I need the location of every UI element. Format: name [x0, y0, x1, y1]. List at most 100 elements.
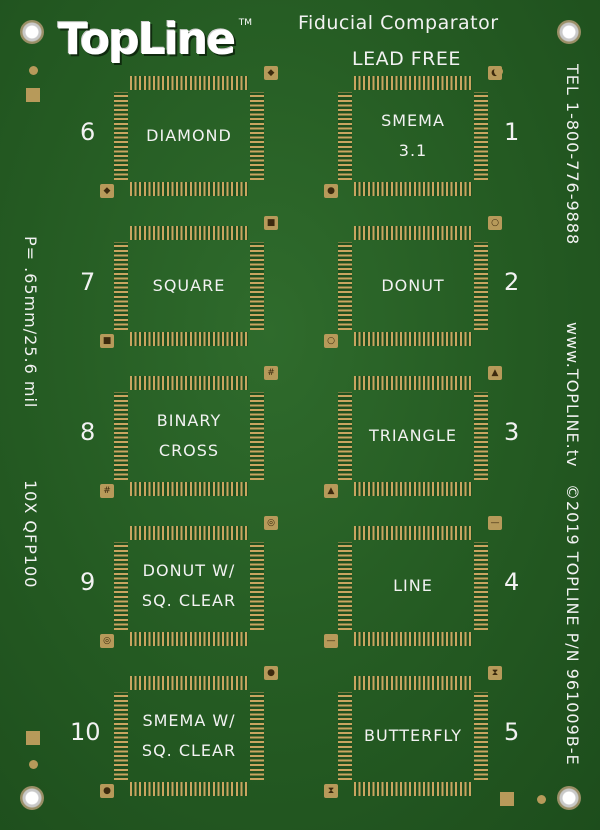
cross-fiducial-icon: # — [264, 366, 278, 380]
lead-row-top — [354, 226, 472, 240]
pitch-spec: P= .65mm/25.6 mil — [21, 236, 40, 409]
qfp-footprint: DIAMOND — [114, 76, 264, 196]
lead-row-left — [114, 542, 128, 630]
qfp-footprint: SMEMA W/ SQ. CLEAR — [114, 676, 264, 796]
square-fiducial-icon: ■ — [264, 216, 278, 230]
lead-row-top — [130, 226, 248, 240]
donut-fiducial-icon: ○ — [488, 216, 502, 230]
lead-row-bottom — [354, 182, 472, 196]
lead-row-left — [338, 392, 352, 480]
square-pad — [26, 88, 40, 102]
qfp-footprint: BUTTERFLY — [338, 676, 488, 796]
diamond-fiducial-icon: ◆ — [264, 66, 278, 80]
smema-square-fiducial-icon: ● — [264, 666, 278, 680]
lead-row-bottom — [130, 782, 248, 796]
pad-number: 2 — [504, 268, 520, 296]
qfp-footprint: SQUARE — [114, 226, 264, 346]
lead-row-right — [474, 542, 488, 630]
lead-row-bottom — [354, 482, 472, 496]
smema-square-fiducial-icon: ● — [100, 784, 114, 798]
lead-row-top — [354, 376, 472, 390]
pad-number: 5 — [504, 718, 520, 746]
tooling-pad — [29, 66, 38, 75]
copyright-part-number: ©2019 TOPLINE P/N 961009B-E — [563, 484, 582, 766]
pad-label: BINARY CROSS — [156, 411, 222, 460]
lead-row-bottom — [354, 782, 472, 796]
mounting-hole-top-right — [557, 20, 581, 44]
lead-row-right — [474, 92, 488, 180]
phone-number: TEL 1-800-776-9888 — [563, 64, 582, 246]
pad-label: DIAMOND — [146, 126, 232, 145]
lead-row-right — [250, 542, 264, 630]
mounting-hole-bottom-left — [20, 786, 44, 810]
pad-number: 3 — [504, 418, 520, 446]
lead-row-top — [354, 526, 472, 540]
lead-row-top — [130, 76, 248, 90]
lead-row-left — [338, 542, 352, 630]
lead-row-right — [474, 392, 488, 480]
tooling-pad — [494, 67, 503, 76]
lead-row-right — [474, 242, 488, 330]
lead-row-left — [114, 692, 128, 780]
qfp-footprint: DONUT W/ SQ. CLEAR — [114, 526, 264, 646]
pad-label: LINE — [393, 576, 433, 595]
pad-label: SQUARE — [152, 276, 226, 295]
square-pad — [26, 731, 40, 745]
pad-number: 10 — [70, 718, 101, 746]
pad-label: BUTTERFLY — [364, 726, 462, 745]
qfp-footprint: DONUT — [338, 226, 488, 346]
qfp-footprint: SMEMA 3.1 — [338, 76, 488, 196]
topline-logo: TopLine TM — [58, 14, 252, 72]
lead-row-bottom — [354, 332, 472, 346]
board-title: Fiducial Comparator — [298, 12, 499, 34]
lead-row-top — [130, 676, 248, 690]
qfp-footprint: TRIANGLE — [338, 376, 488, 496]
tooling-pad — [29, 760, 38, 769]
butterfly-fiducial-icon: ⧗ — [488, 666, 502, 680]
mounting-hole-bottom-right — [557, 786, 581, 810]
cross-fiducial-icon: # — [100, 484, 114, 498]
lead-row-bottom — [130, 182, 248, 196]
donut-fiducial-icon: ○ — [324, 334, 338, 348]
lead-row-left — [338, 242, 352, 330]
board-subtitle: LEAD FREE — [352, 48, 461, 70]
square-pad — [500, 792, 514, 806]
pad-label: DONUT W/ SQ. CLEAR — [141, 561, 237, 610]
pad-number: 4 — [504, 568, 520, 596]
qfp-footprint: BINARY CROSS — [114, 376, 264, 496]
pad-number: 1 — [504, 118, 520, 146]
lead-row-top — [354, 676, 472, 690]
pad-label: TRIANGLE — [369, 426, 457, 445]
pad-number: 6 — [80, 118, 96, 146]
lead-row-top — [130, 526, 248, 540]
logo-trademark: TM — [238, 18, 252, 28]
lead-row-bottom — [130, 632, 248, 646]
lead-row-bottom — [354, 632, 472, 646]
pad-label: SMEMA W/ SQ. CLEAR — [141, 711, 237, 760]
diamond-fiducial-icon: ◆ — [100, 184, 114, 198]
mounting-hole-top-left — [20, 20, 44, 44]
tooling-pad — [537, 795, 546, 804]
qfp-footprint: LINE — [338, 526, 488, 646]
triangle-fiducial-icon: ▲ — [324, 484, 338, 498]
pad-number: 9 — [80, 568, 96, 596]
lead-row-left — [114, 392, 128, 480]
lead-row-bottom — [130, 482, 248, 496]
lead-row-bottom — [130, 332, 248, 346]
triangle-fiducial-icon: ▲ — [488, 366, 502, 380]
lead-row-right — [250, 692, 264, 780]
logo-text: TopLine — [58, 14, 236, 65]
lead-row-top — [354, 76, 472, 90]
lead-row-left — [114, 242, 128, 330]
lead-row-right — [250, 242, 264, 330]
lead-row-right — [250, 92, 264, 180]
lead-row-left — [338, 92, 352, 180]
lead-row-right — [474, 692, 488, 780]
line-fiducial-icon: — — [488, 516, 502, 530]
package-spec: 10X QFP100 — [21, 480, 40, 589]
circle-fiducial-icon: ● — [324, 184, 338, 198]
donut-square-fiducial-icon: ◎ — [264, 516, 278, 530]
square-fiducial-icon: ■ — [100, 334, 114, 348]
pad-number: 8 — [80, 418, 96, 446]
